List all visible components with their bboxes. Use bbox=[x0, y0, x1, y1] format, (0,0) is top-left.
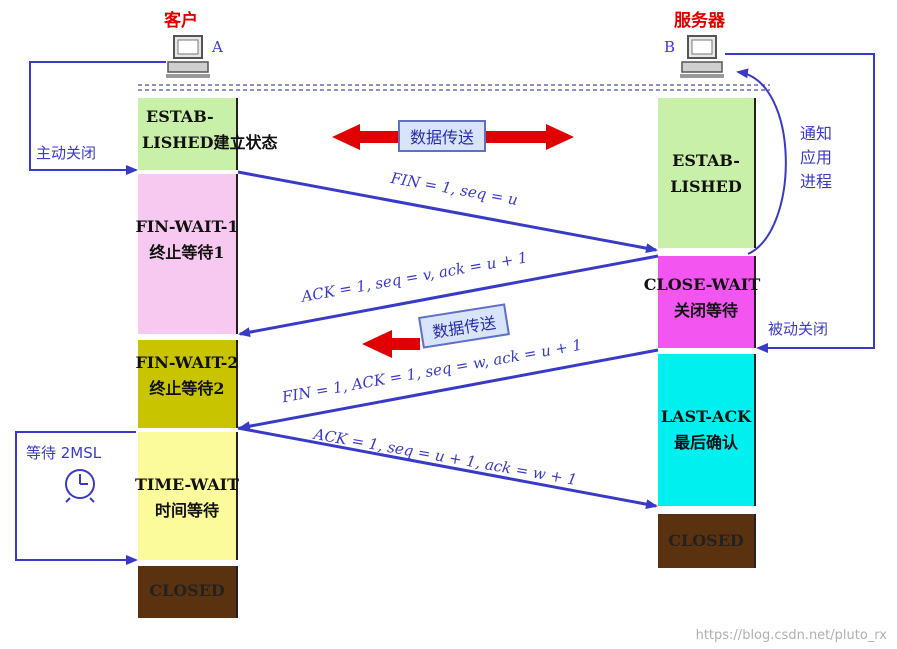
server-established-line2: LISHED bbox=[670, 177, 742, 196]
client-time-wait-line1: TIME-WAIT bbox=[134, 475, 240, 494]
client-state-fin-wait-2: FIN-WAIT-2 终止等待2 bbox=[135, 340, 239, 428]
notify-app-char-6: 程 bbox=[816, 172, 833, 191]
client-fin-wait-2-line2: 终止等待2 bbox=[149, 379, 225, 398]
client-fin-wait-1-line2: 终止等待1 bbox=[149, 243, 225, 262]
server-state-closed: CLOSED bbox=[658, 514, 756, 568]
client-title: 客户 bbox=[164, 11, 198, 31]
client-time-wait-line2: 时间等待 bbox=[154, 501, 219, 520]
fin1-arrow bbox=[237, 170, 658, 254]
server-last-ack-line2: 最后确认 bbox=[673, 433, 738, 452]
server-title: 服务器 bbox=[674, 11, 725, 31]
server-close-wait-line1: CLOSE-WAIT bbox=[643, 275, 761, 294]
notify-app-label: 通知 应用 进程 bbox=[800, 122, 848, 194]
server-closed-label: CLOSED bbox=[668, 531, 744, 550]
client-state-time-wait: TIME-WAIT 时间等待 bbox=[135, 432, 239, 560]
server-state-established: ESTAB- LISHED bbox=[658, 98, 756, 248]
notify-app-char-2: 知 bbox=[816, 124, 833, 143]
client-fin-wait-2-line1: FIN-WAIT-2 bbox=[135, 353, 239, 372]
notify-app-char-3: 应 bbox=[800, 148, 817, 167]
client-computer-icon bbox=[166, 35, 210, 78]
passive-close-arrow bbox=[725, 53, 875, 353]
client-established-line2-wrap: LISHED建立状态 bbox=[142, 132, 278, 154]
client-host-letter: A bbox=[212, 38, 223, 56]
notify-app-arrow bbox=[736, 68, 787, 255]
fin2-arrow bbox=[238, 348, 659, 432]
ack2-arrow bbox=[237, 426, 658, 510]
client-established-line1: ESTAB- bbox=[146, 107, 214, 126]
client-closed-label: CLOSED bbox=[149, 581, 225, 600]
notify-app-char-4: 用 bbox=[816, 148, 833, 167]
server-computer-icon bbox=[680, 35, 724, 78]
server-close-wait-line2: 关闭等待 bbox=[673, 301, 738, 320]
data-transfer-left-arrow bbox=[362, 330, 420, 358]
server-established-line1: ESTAB- bbox=[672, 151, 740, 170]
client-fin-wait-1-line1: FIN-WAIT-1 bbox=[135, 217, 239, 236]
active-close-arrow bbox=[29, 61, 166, 175]
clock-icon bbox=[65, 469, 95, 503]
wait-2msl-label: 等待 2MSL bbox=[26, 444, 102, 462]
notify-app-char-1: 通 bbox=[800, 124, 817, 143]
server-host-letter: B bbox=[664, 38, 676, 56]
watermark: https://blog.csdn.net/pluto_rx bbox=[695, 628, 887, 643]
server-last-ack-line1: LAST-ACK bbox=[660, 407, 752, 426]
client-established-extra: 建立状态 bbox=[213, 133, 278, 152]
server-state-close-wait: CLOSE-WAIT 关闭等待 bbox=[644, 256, 760, 348]
client-state-established: ESTAB- LISHED建立状态 bbox=[138, 98, 278, 170]
client-established-line2: LISHED bbox=[142, 133, 214, 152]
client-state-closed: CLOSED bbox=[138, 566, 238, 618]
ack1-arrow bbox=[238, 254, 659, 338]
wait-2msl-arrow bbox=[15, 431, 138, 565]
client-state-fin-wait-1: FIN-WAIT-1 终止等待1 bbox=[135, 174, 239, 334]
server-state-last-ack: LAST-ACK 最后确认 bbox=[658, 354, 756, 506]
passive-close-label: 被动关闭 bbox=[768, 320, 829, 338]
data-transfer-badge-top: 数据传送 bbox=[398, 120, 487, 152]
active-close-label: 主动关闭 bbox=[36, 144, 97, 162]
notify-app-char-5: 进 bbox=[800, 172, 817, 191]
